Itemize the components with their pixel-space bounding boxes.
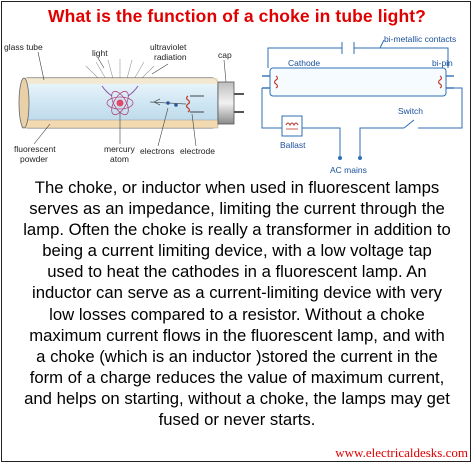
electron-dot [174,103,178,107]
label-light: light [92,48,108,58]
tube-cutaway-diagram: glass tube light ultraviolet radiation c… [4,42,244,164]
uv-radiation-arrows [101,85,139,97]
leader-lines [33,51,227,147]
label-bimetallic-contacts: bi-metallic contacts [384,34,456,44]
label-fluorescent: fluorescent [14,144,56,154]
label-electrons: electrons [140,146,175,156]
electron-dot [166,101,170,105]
cathode-left [273,75,279,89]
ac-terminal [358,156,362,160]
mercury-atom [106,90,134,116]
body-line: maximum current flows in the fluorescent… [29,325,445,345]
circuit-tube [269,67,447,97]
body-line: used to heat the cathodes in a fluoresce… [47,262,427,282]
bimetallic-contacts [267,39,449,68]
label-powder: powder [20,154,48,164]
tube-cut-edge [18,77,30,129]
circuit-wires [261,87,463,156]
page-title: What is the function of a choke in tube … [48,6,426,26]
ballast-box [281,115,303,137]
body-line: The choke, or inductor when used in fluo… [34,178,440,197]
label-cathode: Cathode [288,58,320,68]
label-switch: Switch [398,106,423,116]
body-line: and helps on starting, without a choke, … [24,388,450,408]
label-electrode: electrode [180,146,215,156]
cathode-right [437,75,443,89]
label-mercury: mercury [104,144,135,154]
electrode-filament [185,95,204,113]
body-line: serves as an impedance, limiting the cur… [29,199,445,219]
diagrams-panel: glass tube light ultraviolet radiation c… [4,34,468,175]
label-ballast: Ballast [280,140,306,150]
body-line: lamp. Often the choke is really a transf… [23,220,451,240]
body-line: fused or never starts. [158,410,316,430]
body-line: low losses compared to a resistor. Witho… [49,304,425,324]
body-line: form of a charge reduces the value of ma… [29,367,445,387]
ac-terminal [338,156,342,160]
fluorescent-powder-top [22,78,218,84]
label-cap: cap [218,50,232,60]
circuit-diagram: bi-metallic contacts Cathode bi-pin Ball… [254,34,468,175]
label-glass-tube: glass tube [4,42,43,52]
explanation-paragraph: The choke, or inductor when used in fluo… [6,177,468,430]
body-line: inductor can serve as a current-limiting… [32,283,442,303]
label-bi-pin: bi-pin [432,58,453,68]
body-line: being a current limiting device, with a … [42,241,432,261]
label-atom: atom [110,154,129,164]
website-watermark: www.electricaldesks.com [335,445,468,460]
ballast-coil [285,122,299,127]
bi-pins [262,75,454,89]
tube-end-cap [217,81,235,125]
label-ac-mains: AC mains [330,165,367,175]
body-line: a choke (which is an inductor )stored th… [36,346,438,366]
label-ultraviolet: ultraviolet [150,42,187,52]
label-radiation: radiation [154,52,187,62]
